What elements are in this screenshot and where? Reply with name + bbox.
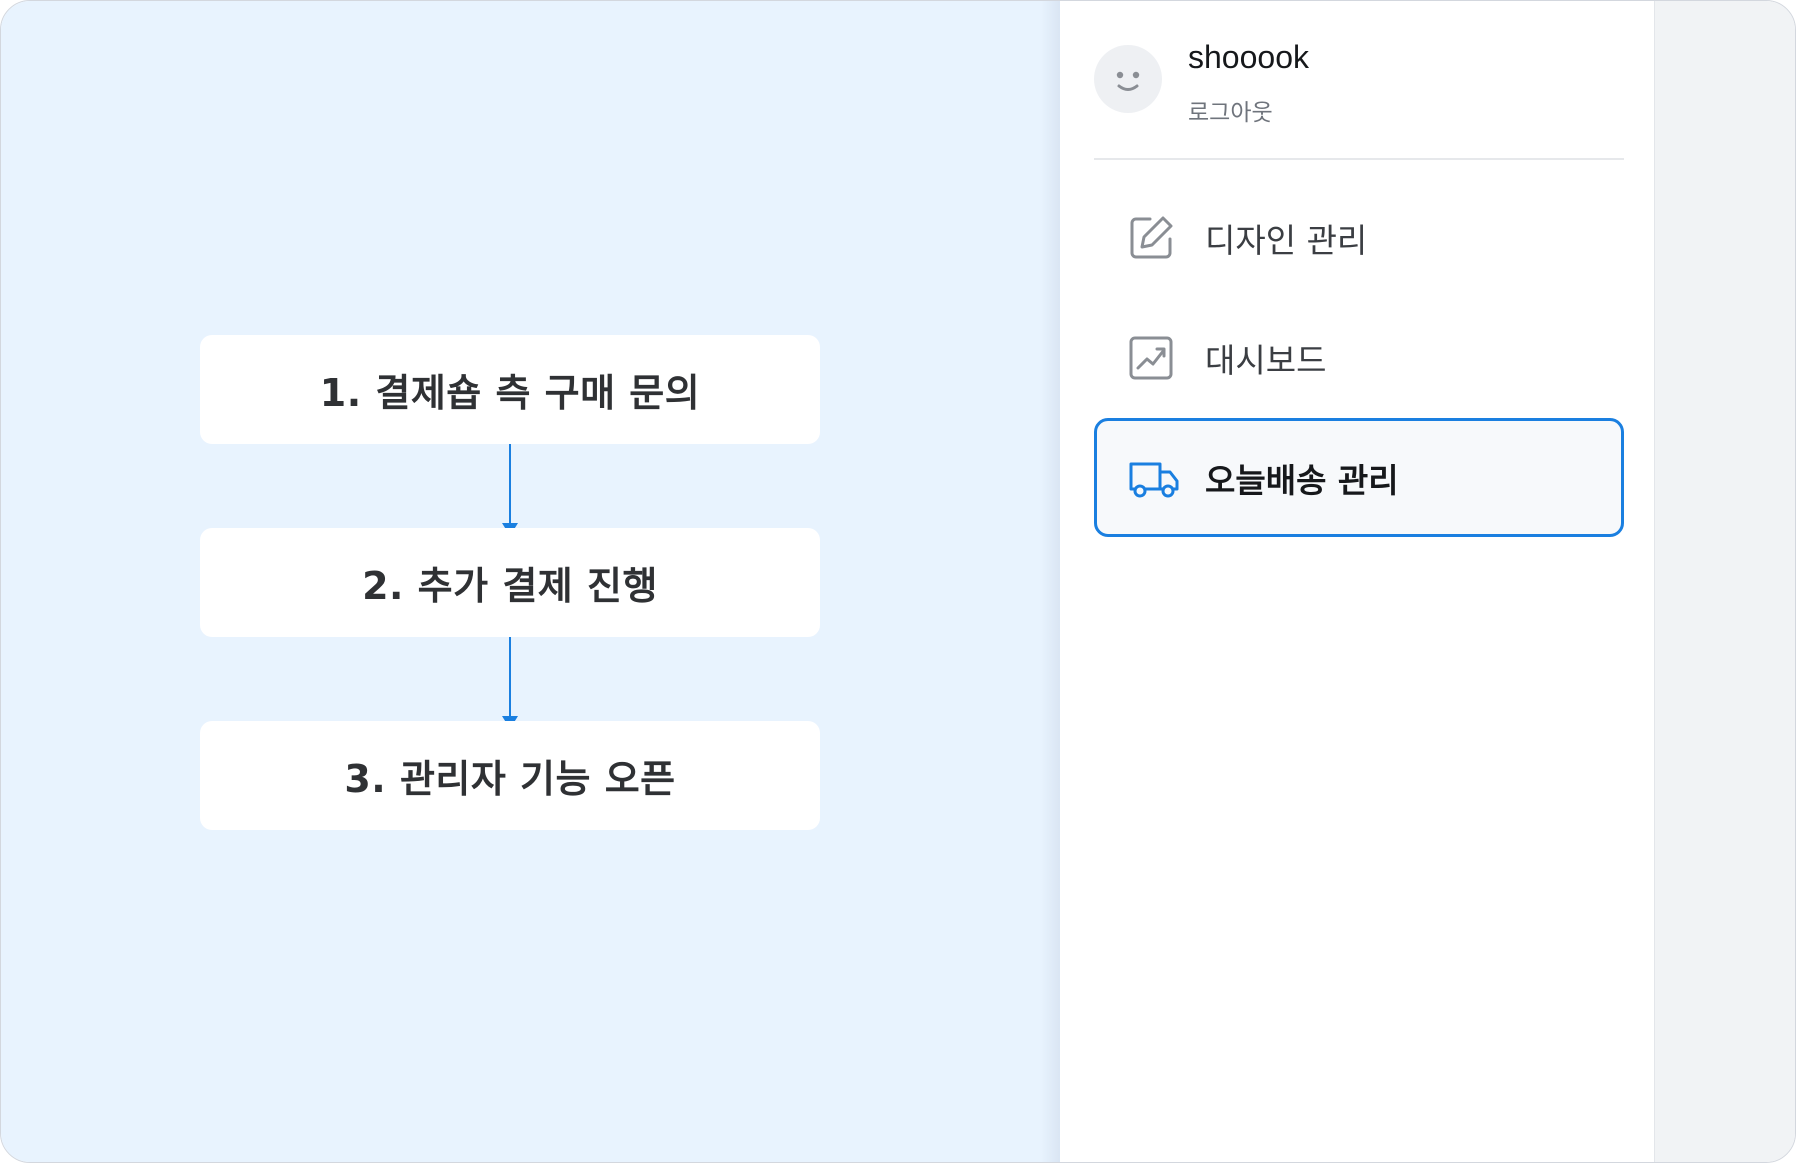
flow-step-label: 1. 결제숍 측 구매 문의 — [319, 371, 701, 415]
sidebar-item-today-delivery[interactable]: 오늘배송 관리 — [1094, 418, 1624, 537]
divider — [1094, 158, 1624, 160]
trending-chart-icon — [1129, 336, 1173, 379]
panel-shadow — [1041, 1, 1060, 1162]
logout-link[interactable]: 로그아웃 — [1188, 100, 1273, 126]
sidebar-item-label: 디자인 관리 — [1205, 220, 1368, 260]
flow-step-1: 1. 결제숍 측 구매 문의 — [200, 335, 820, 444]
smiley-icon — [1116, 71, 1140, 91]
sidebar-item-label: 오늘배송 관리 — [1205, 460, 1399, 500]
truck-icon — [1129, 462, 1179, 497]
flow-step-label: 2. 추가 결제 진행 — [362, 564, 658, 608]
avatar[interactable] — [1094, 45, 1162, 113]
flow-arrow-2 — [509, 637, 511, 717]
edit-icon — [1130, 216, 1173, 258]
right-gutter — [1654, 1, 1795, 1162]
sidebar-item-dashboard[interactable]: 대시보드 — [1094, 298, 1624, 417]
user-name: shooook — [1188, 39, 1309, 75]
sidebar-item-design[interactable]: 디자인 관리 — [1094, 178, 1624, 297]
flow-panel: 1. 결제숍 측 구매 문의 2. 추가 결제 진행 3. 관리자 기능 오픈 — [1, 1, 1060, 1162]
flow-arrow-1 — [509, 444, 511, 524]
sidebar-item-label: 대시보드 — [1205, 340, 1327, 380]
sidebar-menu — [1060, 1, 1654, 1162]
flow-step-3: 3. 관리자 기능 오픈 — [200, 721, 820, 830]
flow-step-label: 3. 관리자 기능 오픈 — [344, 757, 676, 801]
flow-step-2: 2. 추가 결제 진행 — [200, 528, 820, 637]
